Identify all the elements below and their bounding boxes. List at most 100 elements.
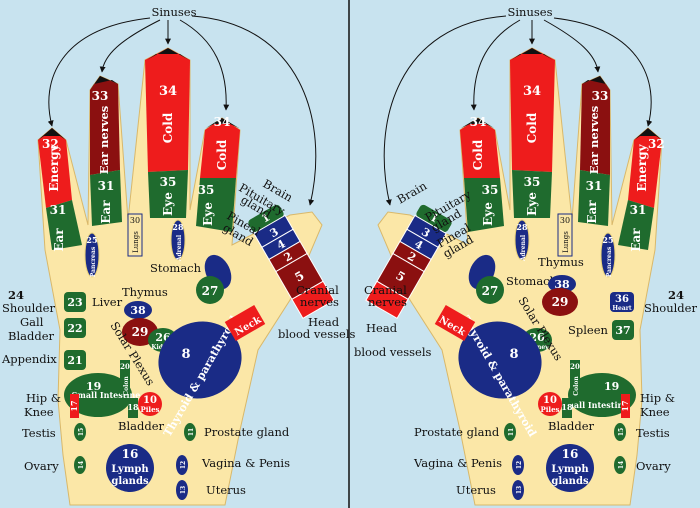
right-liver-num: 29 xyxy=(552,295,569,309)
right-spleen-box xyxy=(612,320,634,340)
left-energy-num: 32 xyxy=(42,137,59,151)
right-thumb: 1 3 4 2 5 xyxy=(365,204,452,320)
right-middle-cold xyxy=(510,48,555,172)
right-small-intestine xyxy=(568,373,636,417)
right-bladder-num: 18 xyxy=(561,402,573,412)
right-sinuses-title: Sinuses xyxy=(508,5,553,19)
left-pancreas-num: 25 xyxy=(86,235,97,245)
right-ear-nerves-num: 33 xyxy=(592,89,609,103)
left-ear-nerves-text: Ear nerves xyxy=(97,106,111,175)
left-ovary-label: Ovary xyxy=(24,459,59,473)
left-ovary-oval xyxy=(74,456,86,474)
right-cold-num-idx: 34 xyxy=(470,115,487,129)
right-heart-num: 36 xyxy=(615,294,629,305)
svg-text:Cranial: Cranial xyxy=(296,283,339,297)
right-spleen-label: Spleen xyxy=(568,323,609,337)
left-ear-text-pinky: Ear xyxy=(52,228,66,252)
svg-text:Cranial: Cranial xyxy=(364,283,407,297)
left-lymph-circle xyxy=(106,444,154,492)
left-stomach-circle xyxy=(196,276,224,304)
right-thymus-oval xyxy=(548,275,576,293)
svg-text:Knee: Knee xyxy=(24,405,54,419)
right-vagina-oval xyxy=(512,455,524,475)
left-bladder-box xyxy=(128,398,138,418)
right-thyroid-oval xyxy=(458,321,542,399)
right-ear-text-pinky: Ear xyxy=(629,228,643,252)
left-eye-text-idx: Eye xyxy=(201,202,215,226)
left-uterus-num: 13 xyxy=(180,486,187,494)
left-gall-num: 22 xyxy=(67,322,82,335)
left-ear-nerves-num: 33 xyxy=(92,89,109,103)
left-testis-num: 15 xyxy=(78,428,85,436)
right-testis-num: 15 xyxy=(618,428,625,436)
svg-text:blood vessels: blood vessels xyxy=(278,327,355,341)
left-colon-num: 20 xyxy=(120,362,130,371)
right-heart-text: Heart xyxy=(612,305,632,312)
left-piles-num: 10 xyxy=(143,395,157,406)
right-cold-text-idx: Cold xyxy=(471,139,485,170)
right-lymph-num: 16 xyxy=(562,447,579,461)
right-vagina-label: Vagina & Penis xyxy=(413,456,502,470)
right-ear-num-ring: 31 xyxy=(586,179,603,193)
right-hand: 1 3 4 2 5 Energy 32 31 Ear 33 Ear nerves… xyxy=(354,5,697,506)
left-eye-text-mid: Eye xyxy=(161,192,175,216)
right-small-int-text: Small Intestine xyxy=(560,400,629,410)
right-ovary-oval xyxy=(614,456,626,474)
svg-text:nerves: nerves xyxy=(368,295,407,309)
right-lungs-text: Lungs xyxy=(562,231,570,253)
right-prostate-oval xyxy=(504,423,516,441)
right-adrenal-text: Adrenal xyxy=(520,234,527,262)
left-shoulder-box xyxy=(64,292,86,312)
left-small-int-num: 19 xyxy=(86,380,101,393)
svg-text:blood vessels: blood vessels xyxy=(354,345,431,359)
svg-text:Hip &: Hip & xyxy=(26,391,61,405)
left-cold-text-idx: Cold xyxy=(215,139,229,170)
left-colon-text: Colon xyxy=(123,376,130,396)
svg-text:Gall: Gall xyxy=(20,315,44,329)
left-cold-num-mid: 34 xyxy=(159,84,177,99)
svg-text:Knee: Knee xyxy=(640,405,670,419)
right-brain-label: Brain xyxy=(395,178,430,206)
svg-text:glands: glands xyxy=(111,476,149,487)
left-hip-box xyxy=(70,394,79,418)
left-eye-num-mid: 35 xyxy=(160,175,177,189)
right-stomach-circle xyxy=(476,276,504,304)
right-adrenal-oval xyxy=(514,219,530,261)
svg-text:nerves: nerves xyxy=(300,295,339,309)
left-sinuses-title: Sinuses xyxy=(152,5,197,19)
right-ring-ear-nerves xyxy=(580,76,610,175)
right-pancreas-num: 25 xyxy=(602,235,613,245)
right-hip-num: 17 xyxy=(620,400,630,411)
right-cold-num-mid: 34 xyxy=(523,84,541,99)
right-small-int-num: 19 xyxy=(604,380,619,393)
left-pinky-ear xyxy=(46,200,82,250)
left-index-eye xyxy=(196,178,236,232)
left-thymus-num: 38 xyxy=(130,304,146,317)
left-piles-circle xyxy=(138,392,162,416)
right-thymus-label: Thymus xyxy=(538,255,584,269)
left-ovary-num: 14 xyxy=(78,461,85,469)
left-cold-num-idx: 34 xyxy=(214,115,231,129)
right-ring-ear xyxy=(578,170,610,226)
right-middle-eye xyxy=(512,170,552,218)
right-testis-oval xyxy=(614,423,626,441)
svg-text:Lymph: Lymph xyxy=(551,464,589,475)
right-lymph-circle xyxy=(546,444,594,492)
left-prostate-num: 11 xyxy=(188,428,195,436)
right-adrenal-num: 28 xyxy=(516,222,528,232)
right-eye-num-idx: 35 xyxy=(482,183,499,197)
left-ear-num-pinky: 31 xyxy=(50,203,67,217)
left-index-cold xyxy=(200,118,240,178)
right-thymus-num: 38 xyxy=(554,278,570,291)
left-gall-box xyxy=(64,318,86,338)
left-testis-oval xyxy=(74,423,86,441)
right-uterus-num: 13 xyxy=(516,486,523,494)
right-lungs-box xyxy=(557,213,573,257)
right-pinky-energy xyxy=(628,128,662,208)
left-colon-box xyxy=(120,360,130,394)
left-appendix-label: Appendix xyxy=(1,352,57,366)
right-index-cold xyxy=(460,118,500,178)
right-uterus-oval xyxy=(512,480,524,500)
